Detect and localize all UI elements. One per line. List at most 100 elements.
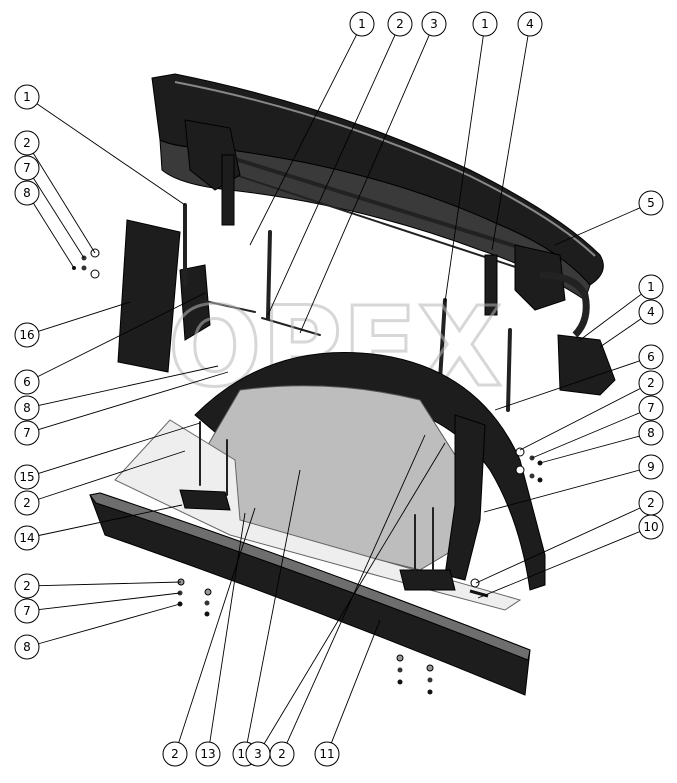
callout-number: 9 [647, 460, 655, 474]
callout-leader-line [531, 412, 641, 459]
callout-number: 2 [23, 579, 31, 593]
bolt-horizontal [261, 317, 321, 336]
callout-circle [349, 11, 375, 37]
callout-leader-line [246, 469, 301, 743]
callout-circle [14, 369, 40, 395]
callout-circle [195, 741, 221, 767]
callout-leader-line [38, 603, 181, 645]
callout-leader-line [286, 434, 426, 744]
callout-leader-line [267, 34, 396, 316]
callout-leader-line [519, 388, 641, 451]
callout-circle [162, 741, 188, 767]
callout-leader-line [38, 450, 186, 500]
callout-circle [14, 322, 40, 348]
right-foot-bracket [399, 569, 456, 591]
callout-leader-line [38, 371, 229, 430]
callout-circle [14, 598, 40, 624]
left-side-plate [117, 219, 181, 373]
callout-circle [14, 573, 40, 599]
callout-leader-line [299, 34, 430, 334]
callout-number: 6 [23, 375, 31, 389]
callout-leader-line [494, 360, 640, 411]
callout-number: 6 [647, 350, 655, 364]
callout-leader-line [38, 504, 183, 536]
callout-circle [638, 420, 664, 446]
callout-number: 2 [23, 136, 31, 150]
callout-leader-line [209, 512, 246, 743]
callout-circle [14, 464, 40, 490]
callout-circle [638, 299, 664, 325]
callout-circle [638, 370, 664, 396]
callout-number: 7 [23, 426, 31, 440]
callout-number: 1 [358, 17, 366, 31]
callout-leader-line [579, 293, 642, 341]
rod-mid [266, 230, 272, 320]
callout-number: 4 [647, 305, 655, 319]
callout-leader-line [554, 207, 641, 246]
callout-leader-line [38, 422, 201, 474]
callout-leader-line [539, 435, 640, 464]
callout-number: 2 [396, 17, 404, 31]
upper-bracket-plate-right [484, 254, 498, 316]
callout-number: 2 [171, 747, 179, 761]
upper-blade-highlight [174, 81, 596, 257]
rod-right-2 [506, 328, 512, 412]
callout-leader-line [36, 103, 186, 206]
callout-number: 2 [278, 747, 286, 761]
callout-number: 7 [23, 161, 31, 175]
callout-circle [638, 274, 664, 300]
callout-number: 7 [647, 401, 655, 415]
callout-number: 8 [23, 186, 31, 200]
callout-number: 1 [23, 90, 31, 104]
callout-circle [14, 155, 40, 181]
callout-number: 2 [647, 376, 655, 390]
callout-circle [14, 634, 40, 660]
callout-leader-line [444, 35, 484, 303]
curved-pipe [539, 271, 590, 338]
upper-hinge-rod [188, 143, 562, 262]
callout-number: 8 [23, 401, 31, 415]
callout-leader-line [38, 365, 219, 406]
callout-circle [638, 395, 664, 421]
callout-leader-line [491, 35, 529, 251]
callout-circle [14, 84, 40, 110]
callout-leader-line [38, 592, 181, 611]
callout-number: 16 [19, 328, 34, 342]
callout-leader-line [33, 177, 85, 259]
callout-circle [14, 395, 40, 421]
left-bolt [199, 299, 256, 313]
callout-number: 15 [19, 470, 34, 484]
callout-number: 3 [430, 17, 438, 31]
callout-leader-line [477, 531, 641, 599]
callout-number: 10 [643, 520, 658, 534]
callout-circle [14, 130, 40, 156]
callout-leader-line [330, 619, 381, 744]
callout-number: 5 [647, 196, 655, 210]
callout-number: 8 [647, 426, 655, 440]
callout-circle [14, 490, 40, 516]
callout-leader-line [178, 507, 256, 743]
rod-right [438, 298, 447, 382]
callout-leader-line [38, 581, 182, 587]
callout-leader-line [483, 469, 640, 513]
callout-number: 7 [23, 604, 31, 618]
callout-circle [472, 11, 498, 37]
callout-circle [638, 454, 664, 480]
callout-circle [638, 514, 664, 540]
callout-leader-line [37, 292, 206, 378]
callout-number: 1 [481, 17, 489, 31]
callout-number: 3 [254, 747, 262, 761]
callout-leader-line [32, 152, 96, 254]
callout-leader-line [32, 202, 75, 269]
callout-number: 1 [647, 280, 655, 294]
right-vertical-blade [444, 414, 486, 581]
callout-number: 2 [647, 496, 655, 510]
callout-circle [387, 11, 413, 37]
callout-circle [638, 190, 664, 216]
callout-leader-line [249, 34, 357, 246]
callout-circle [14, 525, 40, 551]
callout-leader-line [475, 507, 641, 584]
callout-circle [421, 11, 447, 37]
